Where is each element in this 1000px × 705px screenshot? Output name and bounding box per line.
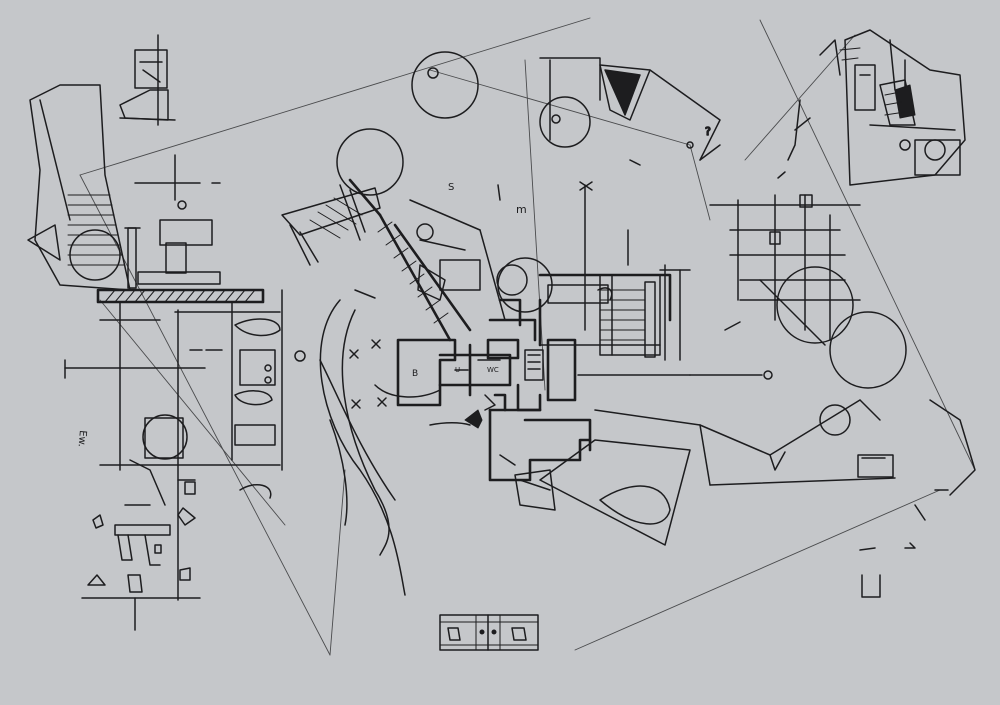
construction-lines bbox=[79, 17, 976, 656]
top-left-elevation bbox=[119, 34, 176, 126]
note-s: S bbox=[448, 182, 454, 193]
lower-center-wing bbox=[488, 399, 896, 546]
room-label-b: B bbox=[412, 369, 418, 379]
left-column-plan bbox=[27, 84, 131, 291]
right-grid-plan bbox=[709, 194, 976, 598]
left-lower-plan bbox=[64, 289, 283, 631]
svg-text:?: ? bbox=[705, 125, 711, 138]
room-label-wc: WC bbox=[487, 366, 499, 374]
note-m: m bbox=[516, 203, 527, 216]
top-right-detail bbox=[777, 29, 966, 186]
note-side: Ew. bbox=[76, 430, 88, 448]
left-dimension-marks bbox=[124, 154, 221, 289]
top-center-site-marks: ? bbox=[411, 51, 721, 201]
room-label-u: U bbox=[455, 366, 460, 374]
angled-stair-wing bbox=[281, 128, 506, 398]
hatched-wall bbox=[96, 288, 265, 304]
flowing-curves bbox=[294, 289, 406, 596]
central-floor-plan bbox=[396, 184, 773, 429]
bottom-small-plan bbox=[439, 614, 539, 651]
